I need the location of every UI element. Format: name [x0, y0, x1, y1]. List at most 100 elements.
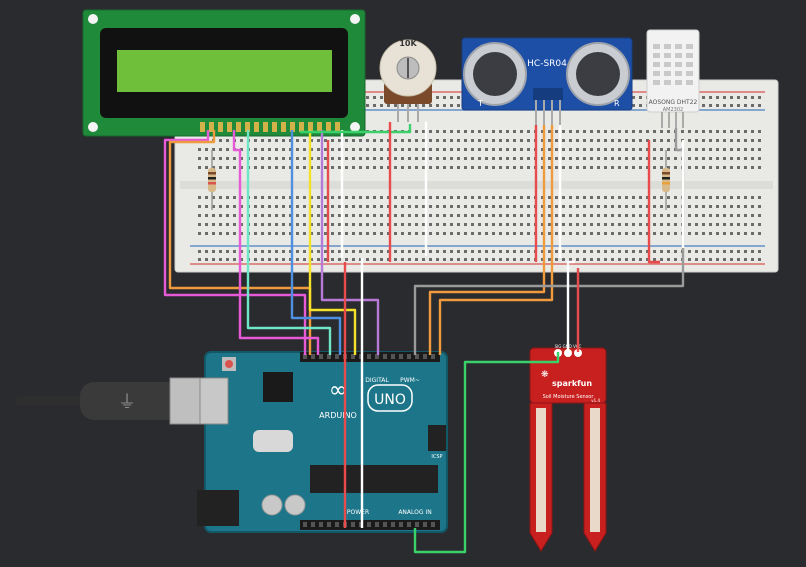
breadboard-hole	[345, 166, 348, 169]
breadboard-hole	[499, 196, 502, 199]
rail-hole	[387, 250, 390, 253]
rail-hole	[758, 104, 761, 107]
breadboard-hole	[590, 214, 593, 217]
lcd-pin	[218, 122, 223, 132]
breadboard-hole	[667, 232, 670, 235]
breadboard-hole	[485, 139, 488, 142]
breadboard-hole	[422, 139, 425, 142]
breadboard-hole	[310, 214, 313, 217]
rail-hole	[597, 250, 600, 253]
rail-hole	[380, 250, 383, 253]
breadboard-hole	[646, 130, 649, 133]
rail-hole	[618, 250, 621, 253]
breadboard-hole	[457, 205, 460, 208]
breadboard-hole	[583, 214, 586, 217]
breadboard-hole	[555, 139, 558, 142]
breadboard-hole	[625, 232, 628, 235]
breadboard-hole	[485, 157, 488, 160]
breadboard-hole	[422, 196, 425, 199]
breadboard-hole	[331, 166, 334, 169]
breadboard-hole	[261, 232, 264, 235]
breadboard-hole	[667, 205, 670, 208]
breadboard-hole	[730, 157, 733, 160]
breadboard-hole	[716, 214, 719, 217]
rail-hole	[240, 258, 243, 261]
rail-hole	[590, 250, 593, 253]
rail-hole	[562, 250, 565, 253]
breadboard-hole	[751, 139, 754, 142]
breadboard-hole	[723, 196, 726, 199]
breadboard-hole	[695, 157, 698, 160]
breadboard-hole	[254, 214, 257, 217]
breadboard-hole	[695, 139, 698, 142]
rail-hole	[611, 250, 614, 253]
breadboard-hole	[702, 139, 705, 142]
breadboard-hole	[660, 223, 663, 226]
breadboard-hole	[548, 232, 551, 235]
breadboard-hole	[569, 196, 572, 199]
ultrasonic-model-label: HC-SR04	[527, 59, 567, 69]
breadboard-hole	[254, 205, 257, 208]
rail-hole	[716, 250, 719, 253]
breadboard-hole	[639, 196, 642, 199]
breadboard-hole	[681, 130, 684, 133]
breadboard-hole	[485, 205, 488, 208]
rail-hole	[359, 250, 362, 253]
breadboard-hole	[303, 223, 306, 226]
breadboard-hole	[345, 214, 348, 217]
breadboard-hole	[702, 196, 705, 199]
breadboard-hole	[632, 232, 635, 235]
grille-slot	[686, 44, 693, 49]
sparkfun-flame-icon: ❋	[541, 370, 549, 380]
usb-chip	[263, 372, 293, 402]
breadboard-hole	[422, 232, 425, 235]
rail-hole	[758, 96, 761, 99]
breadboard-hole	[597, 205, 600, 208]
lcd-pin	[227, 122, 232, 132]
wire-dht-vcc	[647, 140, 660, 264]
breadboard-hole	[443, 157, 446, 160]
breadboard-hole	[436, 214, 439, 217]
breadboard-hole	[261, 196, 264, 199]
breadboard-hole	[205, 166, 208, 169]
breadboard-hole	[611, 196, 614, 199]
breadboard-hole	[604, 148, 607, 151]
breadboard-hole	[541, 196, 544, 199]
breadboard-hole	[723, 232, 726, 235]
breadboard-hole	[212, 214, 215, 217]
breadboard-hole	[653, 139, 656, 142]
rail-hole	[422, 250, 425, 253]
breadboard-hole	[394, 205, 397, 208]
breadboard-hole	[352, 205, 355, 208]
breadboard-hole	[415, 214, 418, 217]
breadboard-hole	[520, 139, 523, 142]
breadboard-hole	[527, 139, 530, 142]
rail-hole	[219, 250, 222, 253]
rail-hole	[380, 258, 383, 261]
rail-hole	[499, 258, 502, 261]
breadboard-hole	[275, 214, 278, 217]
sensor-trace-right	[590, 408, 600, 532]
lcd-pin-header	[200, 122, 340, 132]
breadboard-hole	[604, 196, 607, 199]
digital-header-label: DIGITAL	[365, 377, 389, 384]
breadboard-hole	[562, 223, 565, 226]
rail-hole	[387, 104, 390, 107]
breadboard-hole	[394, 214, 397, 217]
breadboard-hole	[695, 166, 698, 169]
breadboard-hole	[492, 232, 495, 235]
grille-slot	[675, 44, 682, 49]
breadboard-hole	[632, 139, 635, 142]
breadboard-hole	[352, 139, 355, 142]
breadboard-hole	[422, 166, 425, 169]
breadboard-hole	[429, 214, 432, 217]
breadboard-hole	[688, 157, 691, 160]
grille-slot	[675, 53, 682, 58]
breadboard-hole	[674, 205, 677, 208]
ultrasonic-t-label: T	[477, 99, 483, 108]
breadboard-hole	[471, 232, 474, 235]
breadboard-hole	[506, 139, 509, 142]
breadboard-hole	[380, 223, 383, 226]
breadboard-hole	[296, 166, 299, 169]
breadboard-hole	[513, 139, 516, 142]
